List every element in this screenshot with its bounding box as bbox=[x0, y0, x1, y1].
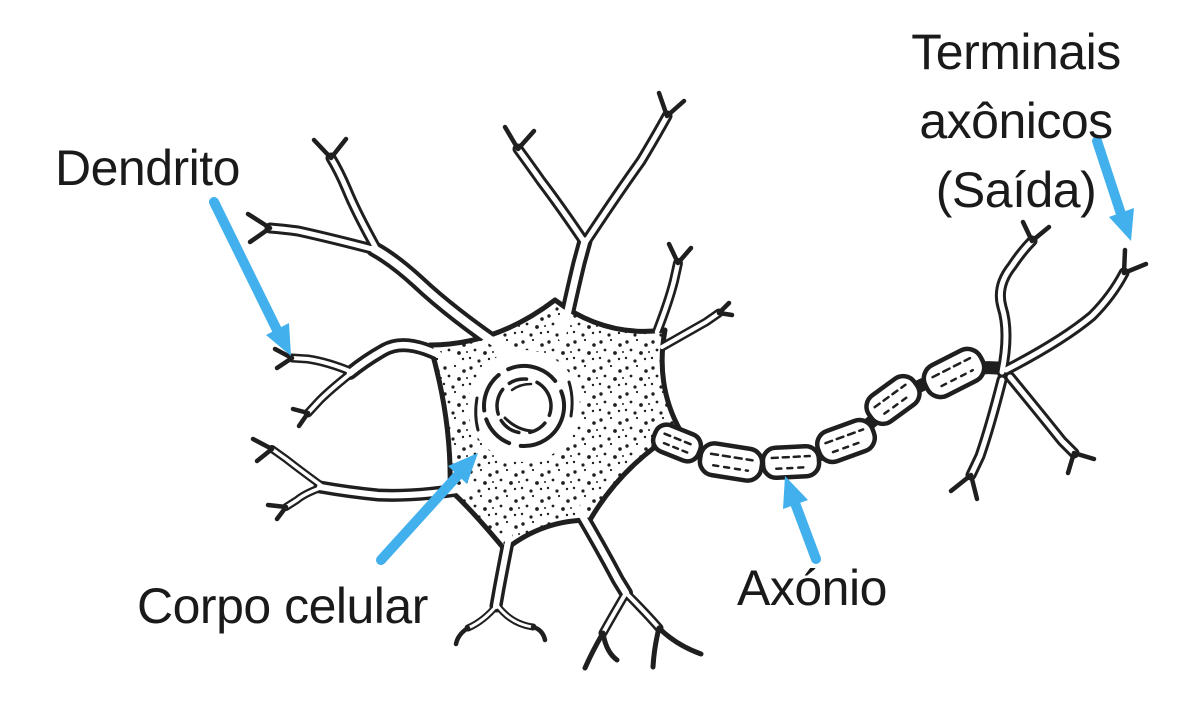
myelin-segment-3 bbox=[760, 443, 822, 481]
axon-terminals-arrow bbox=[1092, 136, 1126, 219]
cell-body-arrow-head bbox=[448, 453, 478, 484]
cell-body-label: Corpo celular bbox=[137, 578, 428, 634]
myelin-segment-4 bbox=[814, 417, 878, 465]
axon-terminals-arrow-head bbox=[1109, 208, 1134, 241]
nucleus-inner-ring bbox=[495, 377, 553, 435]
myelin-segment-2 bbox=[697, 441, 765, 483]
axon-terminals-label-line1: Terminais bbox=[911, 24, 1121, 80]
dendrite-label: Dendrito bbox=[55, 140, 241, 196]
axon-arrow-head bbox=[783, 476, 808, 509]
cell-body-arrow bbox=[376, 469, 464, 565]
myelin-segment-6 bbox=[921, 346, 987, 400]
myelin-sheath bbox=[650, 346, 987, 483]
myelin-segment-5 bbox=[864, 373, 922, 427]
branch-tip-forks bbox=[245, 90, 1149, 671]
dendrite-arrow bbox=[209, 197, 282, 335]
axon-label: Axónio bbox=[737, 560, 887, 616]
annotation-arrows bbox=[209, 136, 1134, 565]
axon-terminal-branches bbox=[965, 235, 1130, 481]
axon-arrow bbox=[790, 498, 821, 564]
myelin-segment-1 bbox=[650, 422, 704, 464]
dendrite-arrow-head bbox=[266, 323, 291, 356]
nucleus-outer-ring bbox=[482, 364, 566, 448]
neuron-drawing bbox=[245, 90, 1149, 671]
axon-terminals-label-line2: axônicos bbox=[919, 93, 1113, 149]
axon-terminals-label-line3: (Saída) bbox=[935, 162, 1097, 218]
axon-terminals-label: Terminais axônicos (Saída) bbox=[880, 18, 1152, 225]
nucleus bbox=[474, 364, 574, 448]
